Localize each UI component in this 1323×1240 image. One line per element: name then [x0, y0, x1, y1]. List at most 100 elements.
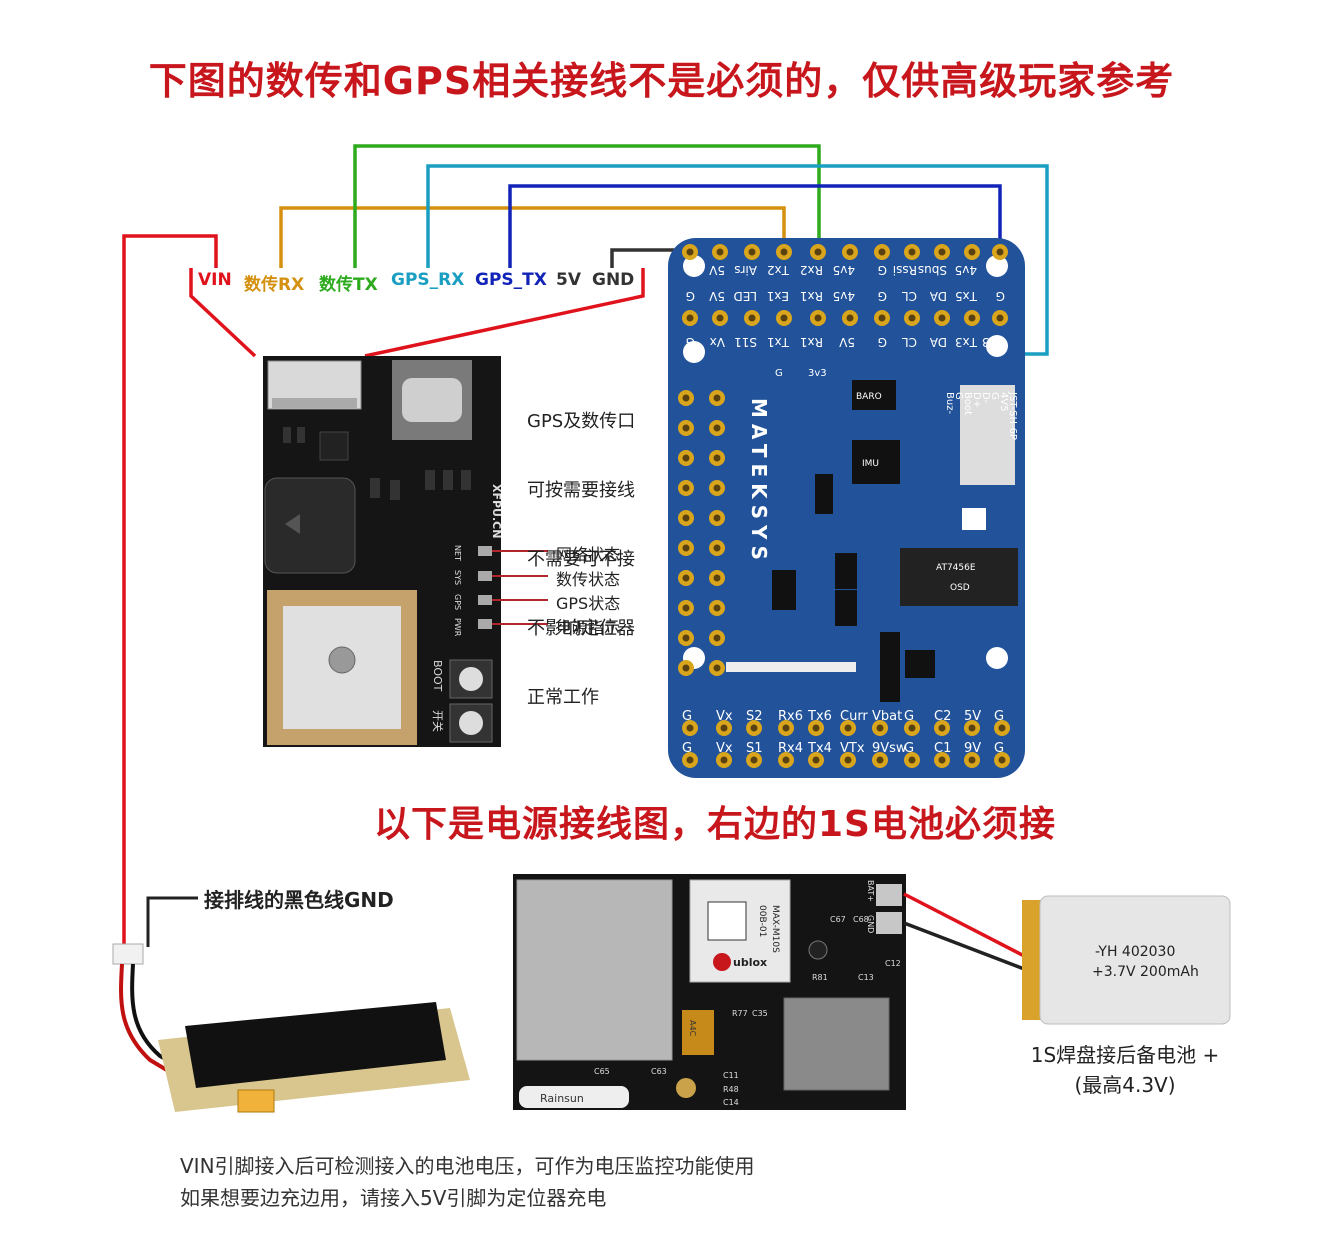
fc-left-pad-1-hole [682, 424, 690, 432]
cell-negative-wire [903, 921, 1033, 974]
pad-gnd: GND [866, 915, 875, 933]
fc-top-label-r1-0: G [686, 263, 695, 277]
pin-label-telem-rx: 数传RX [244, 275, 305, 295]
fc-top-label-r3-9: Tx3 [955, 335, 978, 349]
ref-c14: C14 [723, 1098, 739, 1107]
fc-bot-label-r1-9: 5V [964, 709, 981, 724]
ref-c12: C12 [885, 959, 901, 968]
gps-note-line: 不需要可不接 [527, 549, 635, 570]
fc-top-pad-9-hole [968, 248, 976, 256]
ref-r81: R81 [812, 973, 828, 982]
gps-note-line: 不影响定位器 [527, 618, 635, 639]
led-code-net: NET [453, 545, 462, 561]
fc-top-label-r1-3: Tx2 [767, 263, 790, 277]
fc-left-pad-b3-hole [713, 484, 721, 492]
gnd-callout-line [146, 896, 198, 947]
fc-top-label-r1-7: Rssi [893, 263, 917, 277]
fc-bot-pad-8-hole [938, 724, 946, 732]
fc-top-label-r3-3: Tx1 [767, 335, 790, 349]
fc-top-pad-b5-hole [846, 314, 854, 322]
fc-bot-pad-0-hole [686, 724, 694, 732]
fc-top-label-r1-10: G [996, 263, 1005, 277]
fc-top-label-r2-6: G [878, 289, 887, 303]
chip-imu: IMU [862, 459, 879, 469]
power-wiring-title: 以下是电源接线图，右边的1S电池必须接 [374, 804, 1056, 845]
fc-bot-label-r1-7: G [904, 709, 914, 724]
fc-top-label-r2-7: CL [902, 289, 917, 303]
fc-bot-pad-b1-hole [720, 756, 728, 764]
fc-bot-label-r2-3: Rx4 [778, 741, 803, 756]
bottom-gps-board: ublox 00B-01 MAX-M10S A4C Rainsun BAT+ G… [513, 874, 906, 1110]
cell-note: 1S焊盘接后备电池 + (最高4.3V) [1000, 1040, 1250, 1100]
gps-note-line: GPS及数传口 [527, 411, 636, 432]
pad-3v3: 3v3 [808, 368, 827, 379]
fc-bot-label-r2-0: G [682, 741, 692, 756]
fc-top-label-r2-3: Ex1 [767, 289, 789, 303]
ref-c67: C67 [830, 915, 846, 924]
ref-r48: R48 [723, 1085, 739, 1094]
cell-note-line: 1S焊盘接后备电池 + [1030, 1043, 1220, 1067]
fc-connector-label-1: 4V5 [998, 392, 1009, 412]
bottom-note-line: 如果想要边充边用，请接入5V引脚为定位器充电 [180, 1186, 607, 1210]
battery-gnd-note: 接排线的黑色线GND [204, 888, 394, 912]
fc-top-label-r1-2: Airs [734, 263, 757, 277]
cell-label-line2: +3.7V 200mAh [1092, 964, 1199, 980]
fc-bot-label-r1-4: Tx6 [807, 709, 832, 724]
fc-bot-label-r1-3: Rx6 [778, 709, 803, 724]
fc-top-label-r2-9: Tx5 [955, 289, 978, 303]
fc-bot-pad-5-hole [844, 724, 852, 732]
vin-wire-to-board [189, 268, 257, 358]
fc-bot-label-r2-6: 9Vsw [872, 741, 907, 756]
fc-top-pad-6-hole [878, 248, 886, 256]
fc-top-label-r3-1: Vx [710, 335, 725, 349]
fc-left-pad-b2-hole [713, 454, 721, 462]
fc-top-pad-b4-hole [814, 314, 822, 322]
fc-left-pad-3-hole [682, 484, 690, 492]
fc-bot-pad-4-hole [812, 724, 820, 732]
fc-connector-label-0: JST-SH-6P [1007, 391, 1018, 440]
fc-brand: MATEKSYS [747, 398, 771, 566]
chip-osd: OSD [950, 583, 970, 593]
fc-bot-label-r2-2: S1 [746, 741, 763, 756]
ref-c11: C11 [723, 1071, 739, 1080]
led-label-telemetry: 数传状态 [556, 570, 621, 589]
fc-top-label-r3-6: G [878, 335, 887, 349]
fc-bot-pad-b3-hole [782, 756, 790, 764]
fc-bot-pad-b7-hole [908, 756, 916, 764]
fc-top-label-r2-0: G [686, 289, 695, 303]
fc-top-pad-b6-hole [878, 314, 886, 322]
fc-bot-label-r2-5: VTx [840, 741, 865, 756]
cell-note-line: (最高4.3V) [1074, 1073, 1176, 1097]
fc-connector-label-3: D- [980, 392, 991, 404]
fc-top-pad-5-hole [846, 248, 854, 256]
fc-top-pad-b10-hole [996, 314, 1004, 322]
gps-board-brand: XFPU.CN [490, 484, 503, 538]
fc-top-pad-0-hole [686, 248, 694, 256]
bottom-note-line: VIN引脚接入后可检测接入的电池电压，可作为电压监控功能使用 [180, 1154, 755, 1178]
fc-top-label-r3-7: CL [902, 335, 917, 349]
fc-bot-pad-3-hole [782, 724, 790, 732]
fc-top-pad-7-hole [908, 248, 916, 256]
ref-a4c: A4C [688, 1020, 697, 1037]
cell-positive-wire [903, 892, 1033, 962]
fc-top-pad-b9-hole [968, 314, 976, 322]
fc-connector-label-5: Boot [962, 392, 973, 415]
fc-top-pad-10-hole [996, 248, 1004, 256]
gps-board-switch: 开关 [431, 710, 445, 732]
fc-left-pad-b1-hole [713, 424, 721, 432]
fc-top-pad-b2-hole [748, 314, 756, 322]
fc-bot-label-r2-4: Tx4 [807, 741, 832, 756]
fc-top-pad-3-hole [780, 248, 788, 256]
fc-left-pad-6-hole [682, 574, 690, 582]
fc-bot-label-r2-10: G [994, 741, 1004, 756]
fc-left-pad-4-hole [682, 514, 690, 522]
ref-c65: C65 [594, 1067, 610, 1076]
fc-top-label-r3-2: S11 [734, 335, 757, 349]
fc-bot-label-r1-2: S2 [746, 709, 763, 724]
fc-connector-label-7: Buz- [944, 392, 955, 414]
fc-bot-pad-b10-hole [998, 756, 1006, 764]
fc-left-pad-b5-hole [713, 544, 721, 552]
